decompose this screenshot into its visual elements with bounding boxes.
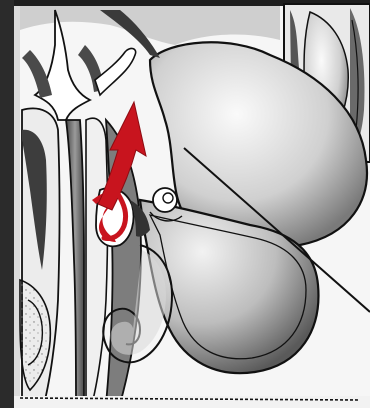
left-edge-shadow	[0, 0, 14, 408]
left-edge-wall	[14, 0, 20, 408]
